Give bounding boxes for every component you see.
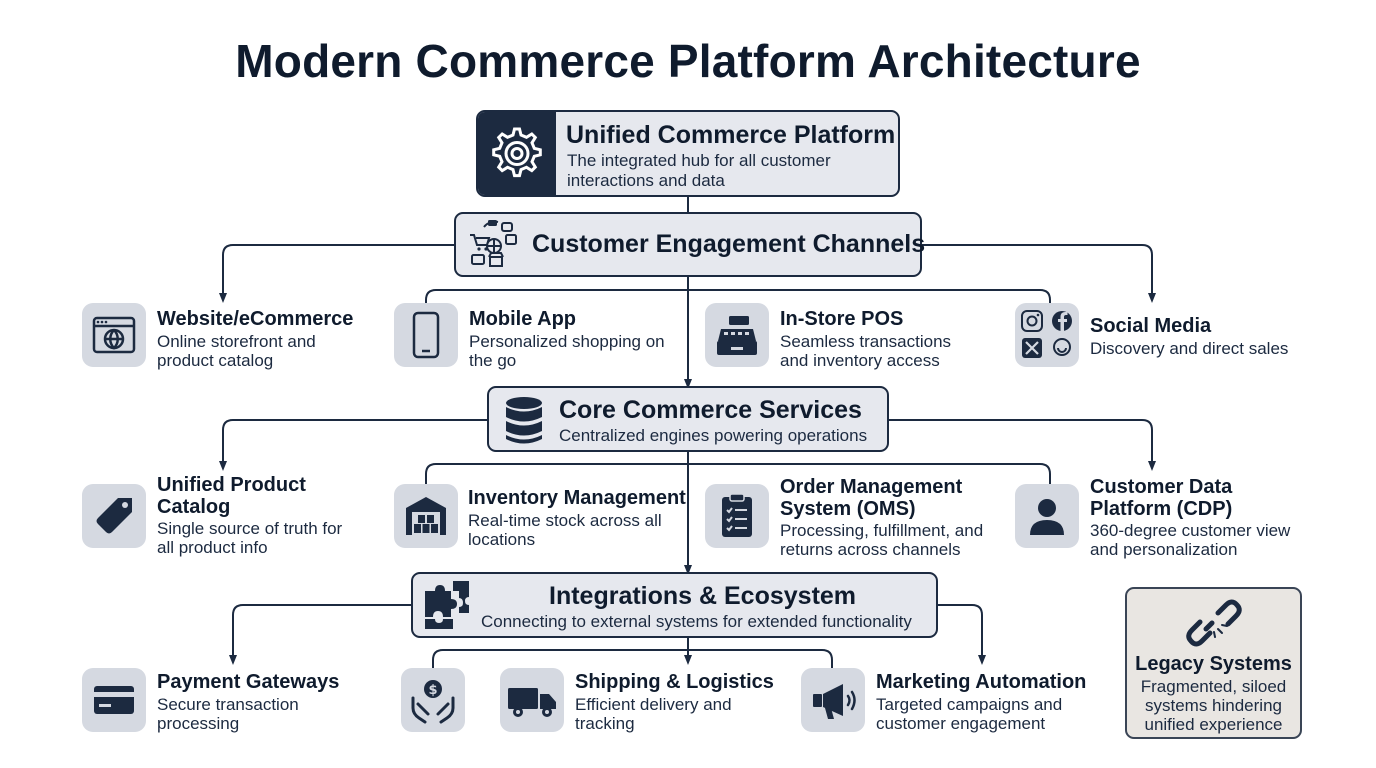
shipping-desc-line1: Efficient delivery and (575, 695, 732, 714)
omnichannel-icon (470, 220, 517, 267)
website-icon-tile (82, 303, 146, 367)
inventory-desc-line2: locations (468, 530, 536, 549)
cdp-desc-line2: and personalization (1090, 540, 1238, 559)
inventory-desc-line1: Real-time stock across all (468, 511, 662, 530)
inventory-title: Inventory Management (468, 487, 686, 509)
mobile-app-desc-line1: Personalized shopping on (469, 332, 665, 351)
pos-desc-line1: Seamless transactions (780, 332, 952, 351)
shipping-title: Shipping & Logistics (575, 671, 774, 693)
social-icon-tile (1015, 303, 1079, 367)
product-catalog-desc-line1: Single source of truth for (157, 519, 343, 538)
platform-icon-panel (478, 112, 556, 195)
cdp-desc-line1: 360-degree customer view (1090, 521, 1291, 540)
core-services-hub[interactable]: Core Commerce Services Centralized engin… (487, 386, 889, 452)
oms-title-line1: Order Management (780, 476, 963, 498)
channels-hub[interactable]: Customer Engagement Channels (454, 212, 926, 277)
shipping-icon-tile (500, 668, 564, 732)
megaphone-icon (813, 684, 856, 719)
marketing-title: Marketing Automation (876, 671, 1087, 693)
integrations-hub-desc: Connecting to external systems for exten… (481, 612, 912, 631)
cdp-icon-tile (1015, 484, 1079, 548)
social-media-icon (1021, 310, 1072, 358)
product-catalog-desc-line2: all product info (157, 538, 268, 557)
oms-title-line2: System (OMS) (780, 498, 916, 520)
legacy-systems-box[interactable]: Legacy Systems Fragmented, siloed system… (1125, 587, 1302, 739)
hand-dollar-icon: $ (411, 680, 455, 724)
marketing-desc-line1: Targeted campaigns and (876, 695, 1063, 714)
warehouse-icon (406, 497, 446, 535)
browser-globe-icon (92, 316, 136, 354)
user-icon (1030, 499, 1064, 535)
mobile-app-icon-tile (394, 303, 458, 367)
page-title: Modern Commerce Platform Architecture (235, 35, 1141, 87)
integrations-hub-title: Integrations & Ecosystem (549, 582, 857, 610)
legacy-title: Legacy Systems (1135, 653, 1292, 675)
cdp-title-line1: Customer Data (1090, 476, 1233, 498)
website-title: Website/eCommerce (157, 308, 354, 330)
pos-desc-line2: and inventory access (780, 351, 940, 370)
oms-desc-line1: Processing, fulfillment, and (780, 521, 984, 540)
platform-desc-line2: interactions and data (567, 171, 725, 190)
unified-platform-box[interactable]: Unified Commerce Platform The integrated… (476, 110, 900, 197)
payment-icon-tile (82, 668, 146, 732)
delivery-truck-icon (508, 688, 556, 717)
integrations-hub[interactable]: Integrations & Ecosystem Connecting to e… (411, 572, 938, 638)
payment-desc-line2: processing (157, 714, 240, 733)
tag-icon (96, 498, 132, 534)
core-hub-title: Core Commerce Services (559, 396, 862, 424)
puzzle-icon (425, 581, 469, 629)
channels-hub-title: Customer Engagement Channels (532, 230, 926, 258)
cash-register-icon (717, 316, 757, 355)
inventory-icon-tile (394, 484, 458, 548)
platform-title: Unified Commerce Platform (566, 121, 896, 149)
marketing-desc-line2: customer engagement (876, 714, 1046, 733)
mobile-app-title: Mobile App (469, 308, 577, 330)
smartphone-icon (412, 311, 440, 359)
social-title: Social Media (1090, 315, 1212, 337)
mobile-app-desc-line2: the go (469, 351, 517, 370)
website-desc-line2: product catalog (157, 351, 274, 370)
product-catalog-title-line1: Unified Product (157, 474, 306, 496)
product-catalog-icon-tile (82, 484, 146, 548)
platform-desc-line1: The integrated hub for all customer (567, 151, 831, 170)
gear-icon (492, 127, 542, 178)
legacy-desc: Fragmented, siloed systems hindering uni… (1140, 677, 1287, 734)
shipping-desc-line2: tracking (575, 714, 635, 733)
credit-card-icon (94, 686, 134, 714)
payment-title: Payment Gateways (157, 671, 340, 693)
database-icon (506, 397, 542, 444)
pos-icon-tile (705, 303, 769, 367)
broken-link-icon (1186, 599, 1242, 647)
svg-text:$: $ (428, 683, 437, 698)
social-desc-line1: Discovery and direct sales (1090, 339, 1289, 358)
oms-desc-line2: returns across channels (780, 540, 961, 559)
cdp-title-line2: Platform (CDP) (1090, 498, 1233, 520)
pos-title: In-Store POS (780, 308, 904, 330)
website-desc-line1: Online storefront and (157, 332, 316, 351)
payment-desc-line1: Secure transaction (157, 695, 299, 714)
finance-icon-tile: $ (401, 668, 465, 732)
product-catalog-title-line2: Catalog (157, 496, 231, 518)
core-hub-desc: Centralized engines powering operations (559, 426, 868, 445)
clipboard-icon (722, 493, 752, 537)
oms-icon-tile (705, 484, 769, 548)
marketing-icon-tile (801, 668, 865, 732)
